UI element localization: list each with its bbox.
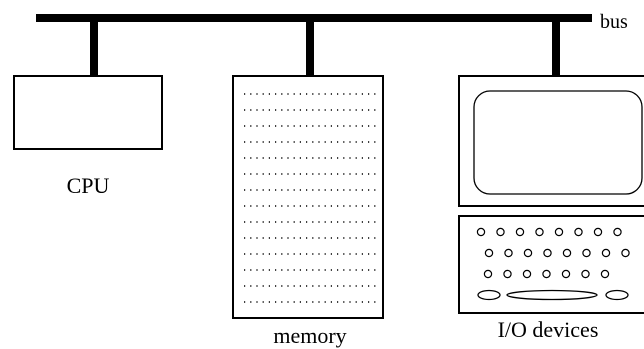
keyboard-key	[477, 228, 484, 235]
keyboard-key	[497, 228, 504, 235]
keyboard-key	[504, 270, 511, 277]
keyboard-spacebar	[507, 291, 597, 300]
keyboard-key	[524, 249, 531, 256]
keyboard-key	[583, 249, 590, 256]
keyboard-left-key	[478, 291, 500, 300]
keyboard-key	[555, 228, 562, 235]
keyboard-key	[594, 228, 601, 235]
io-devices-label: I/O devices	[498, 317, 599, 342]
memory-box	[233, 76, 383, 318]
keyboard-key	[563, 249, 570, 256]
cpu-label: CPU	[67, 173, 110, 198]
keyboard-key	[505, 249, 512, 256]
keyboard-key	[543, 270, 550, 277]
cpu-box	[14, 76, 162, 149]
bus-label: bus	[600, 11, 628, 33]
keyboard-key	[622, 249, 629, 256]
keyboard-key	[544, 249, 551, 256]
memory-label: memory	[273, 323, 346, 348]
keyboard-key	[516, 228, 523, 235]
keyboard-key	[562, 270, 569, 277]
monitor-screen	[474, 91, 642, 194]
keyboard-key	[602, 249, 609, 256]
keyboard-right-key	[606, 291, 628, 300]
keyboard-key	[614, 228, 621, 235]
keyboard-key	[601, 270, 608, 277]
keyboard-key	[582, 270, 589, 277]
keyboard-key	[575, 228, 582, 235]
keyboard-key	[536, 228, 543, 235]
keyboard-key	[485, 249, 492, 256]
keyboard-key	[484, 270, 491, 277]
keyboard-key	[523, 270, 530, 277]
